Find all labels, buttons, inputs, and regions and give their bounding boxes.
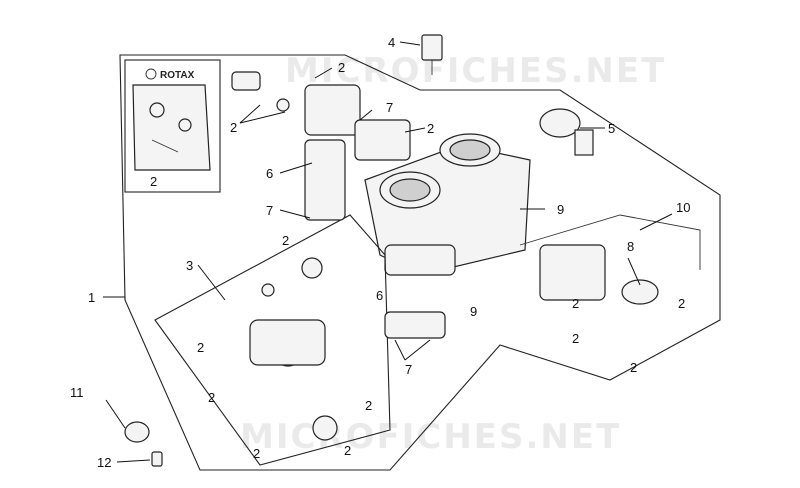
linkage-parts — [249, 257, 338, 441]
callout-2-f: 2 — [208, 390, 215, 405]
callout-3: 3 — [186, 258, 193, 273]
leader-lines — [103, 41, 673, 463]
callout-6-a: 6 — [266, 166, 273, 181]
callout-7-c: 7 — [405, 362, 412, 377]
callout-9-a: 9 — [557, 202, 564, 217]
sensor-part-5 — [539, 108, 594, 156]
callout-4: 4 — [388, 35, 395, 50]
injector-part-6 — [384, 311, 446, 339]
callout-2-e: 2 — [197, 340, 204, 355]
kit-brand-label: ROTAX — [160, 70, 195, 81]
callout-2-m: 2 — [630, 360, 637, 375]
callout-1: 1 — [88, 290, 95, 305]
callout-labels: 1 2 2 2 2 2 2 2 2 2 2 2 2 2 2 3 4 5 6 6 … — [70, 35, 690, 470]
callout-7-a: 7 — [386, 100, 393, 115]
callout-9-b: 9 — [470, 304, 477, 319]
callout-2-c: 2 — [427, 121, 434, 136]
callout-11: 11 — [70, 385, 84, 400]
callout-2-b: 2 — [338, 60, 345, 75]
callout-2-i: 2 — [344, 443, 351, 458]
callout-12: 12 — [97, 455, 111, 470]
callout-2-kit: 2 — [150, 174, 157, 189]
callout-5: 5 — [608, 121, 615, 136]
seal-kit-box: ROTAX — [124, 59, 221, 193]
sensor-part-4 — [421, 34, 443, 75]
callout-8: 8 — [627, 239, 634, 254]
callout-2-l: 2 — [678, 296, 685, 311]
callout-10: 10 — [676, 200, 690, 215]
linkage-subassembly-outline — [154, 214, 391, 466]
throttle-body — [364, 133, 531, 276]
callout-2-h: 2 — [253, 446, 260, 461]
callout-2-k: 2 — [572, 331, 579, 346]
fuel-rail — [519, 214, 701, 305]
watermark-top: MICROFICHES.NET — [285, 51, 666, 91]
assembly-outline — [119, 54, 721, 471]
callout-7-b: 7 — [266, 203, 273, 218]
bolt-part-11-12 — [124, 421, 163, 467]
upper-left-parts — [231, 71, 411, 221]
watermark-bottom: MICROFICHES.NET — [240, 417, 621, 457]
callout-2-g: 2 — [365, 398, 372, 413]
callout-2-a: 2 — [230, 120, 237, 135]
callout-2-j: 2 — [572, 296, 579, 311]
callout-2-d: 2 — [282, 233, 289, 248]
callout-6-b: 6 — [376, 288, 383, 303]
